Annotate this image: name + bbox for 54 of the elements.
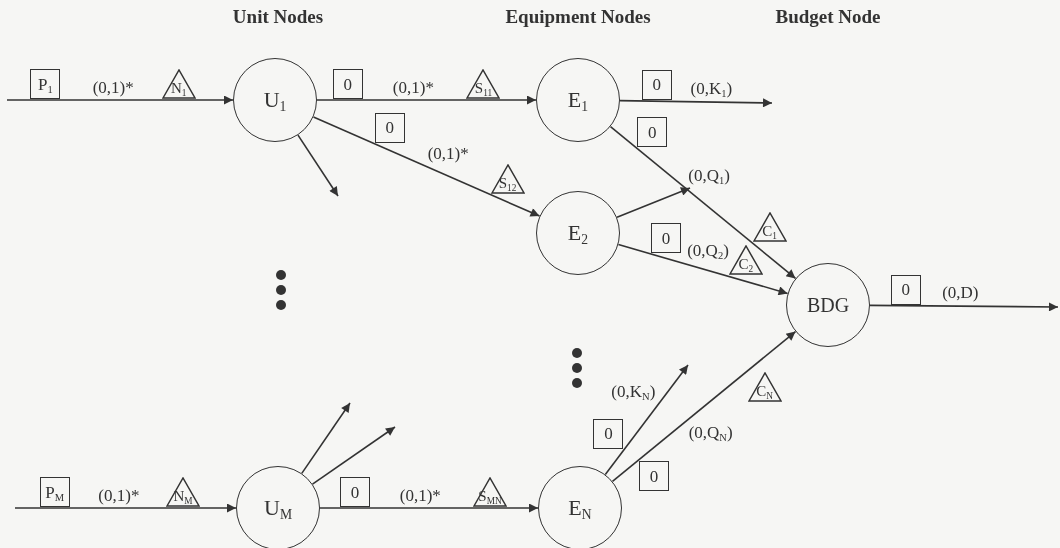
edge-label: (0,1)*	[426, 144, 470, 164]
column-heading: Unit Nodes	[232, 6, 324, 28]
square-tag: 0	[374, 112, 405, 143]
arrow	[297, 134, 339, 197]
edge-label: (0,Q$_{1}$)	[687, 166, 731, 186]
square-tag: 0	[593, 418, 624, 449]
arrow	[611, 330, 797, 483]
square-tag: 0	[637, 117, 668, 148]
column-heading: Equipment Nodes	[505, 6, 651, 28]
arrow	[301, 402, 351, 475]
square-tag: P$_{M}$	[39, 477, 70, 507]
square-tag: 0	[641, 70, 672, 100]
node-circle: E$_{1}$	[536, 58, 620, 142]
edge-label: (0,1)*	[398, 486, 442, 505]
arrow	[319, 503, 539, 513]
arrow	[14, 503, 237, 513]
triangle-tag: S$_{12}$	[490, 163, 525, 194]
column-heading: Budget Node	[775, 6, 881, 28]
square-tag: 0	[638, 461, 669, 492]
triangle-tag: C$_{N}$	[747, 372, 782, 403]
arrow	[617, 243, 789, 296]
edge-label: (0,1)*	[91, 78, 135, 97]
square-tag: 0	[332, 69, 363, 99]
edge-label: (0,Q$_{N}$)	[687, 423, 734, 443]
node-circle: U$_{M}$	[236, 466, 320, 548]
arrow	[869, 302, 1059, 312]
node-circle: E$_{N}$	[538, 466, 622, 548]
node-circle: BDG	[786, 263, 870, 347]
triangle-tag: C$_{2}$	[728, 245, 763, 276]
arrow	[604, 364, 689, 476]
triangle-tag: N$_{M}$	[165, 477, 200, 507]
triangle-tag: S$_{MN}$	[473, 477, 508, 507]
arrow	[316, 95, 537, 105]
edge-label: (0,1)*	[391, 78, 435, 97]
edge-label: (0,D)	[941, 284, 980, 303]
node-circle: U$_{1}$	[233, 58, 317, 142]
arrow	[616, 187, 691, 219]
arrow	[619, 98, 773, 108]
triangle-tag: C$_{1}$	[752, 211, 787, 242]
edge-label: (0,K$_{N}$)	[610, 383, 657, 402]
edge-label: (0,Q$_{2}$)	[686, 242, 730, 261]
square-tag: 0	[339, 477, 370, 507]
arrow	[311, 426, 396, 485]
arrow	[6, 95, 234, 105]
edge-label: (0,K$_{1}$)	[689, 79, 734, 99]
triangle-tag: S$_{11}$	[466, 69, 501, 99]
arrow	[609, 125, 797, 280]
square-tag: 0	[651, 223, 682, 253]
node-circle: E$_{2}$	[536, 191, 620, 275]
square-tag: P$_{1}$	[30, 69, 61, 99]
edge-label: (0,1)*	[97, 486, 141, 505]
square-tag: 0	[890, 274, 921, 305]
arrow	[312, 116, 541, 217]
triangle-tag: N$_{1}$	[161, 69, 196, 99]
